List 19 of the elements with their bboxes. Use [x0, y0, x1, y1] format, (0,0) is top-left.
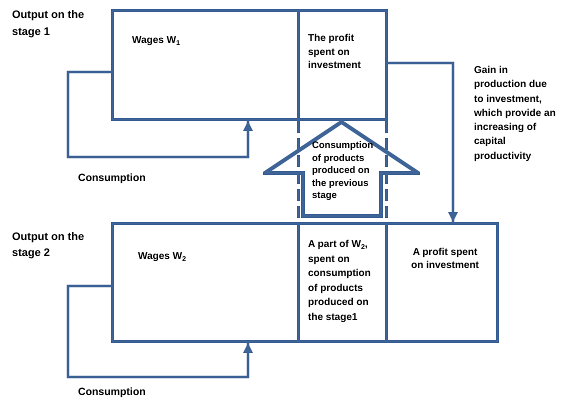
section-box: [297, 9, 388, 121]
section-box: [385, 222, 499, 343]
edge-label: Consumption: [78, 386, 147, 399]
edge-label: Gain in production due to investment, which provide an increasing of capital productivity: [474, 64, 557, 164]
connector-arrow: [66, 70, 253, 158]
section-label: A profit spent on investment: [410, 246, 480, 272]
edge-label: Consumption: [78, 172, 147, 185]
connector-arrow: [66, 284, 253, 378]
stage-heading: Output on the stage 2: [12, 230, 86, 261]
section-label: Wages W$_{1}$: [132, 34, 181, 47]
section-label: Wages W$_{2}$: [138, 250, 187, 263]
stage-heading: Output on the stage 1: [12, 8, 86, 40]
arrow-text: Consumption of products produced on the previous stage: [312, 140, 374, 202]
section-box: [297, 222, 388, 343]
connector-arrow: [388, 62, 458, 222]
section-box: [111, 222, 300, 343]
section-label: A part of W$_{2}$, spent on consumption of products produced on the stage1: [308, 238, 372, 324]
section-box: [111, 9, 300, 121]
section-label: The profit spent on investment: [308, 32, 362, 72]
